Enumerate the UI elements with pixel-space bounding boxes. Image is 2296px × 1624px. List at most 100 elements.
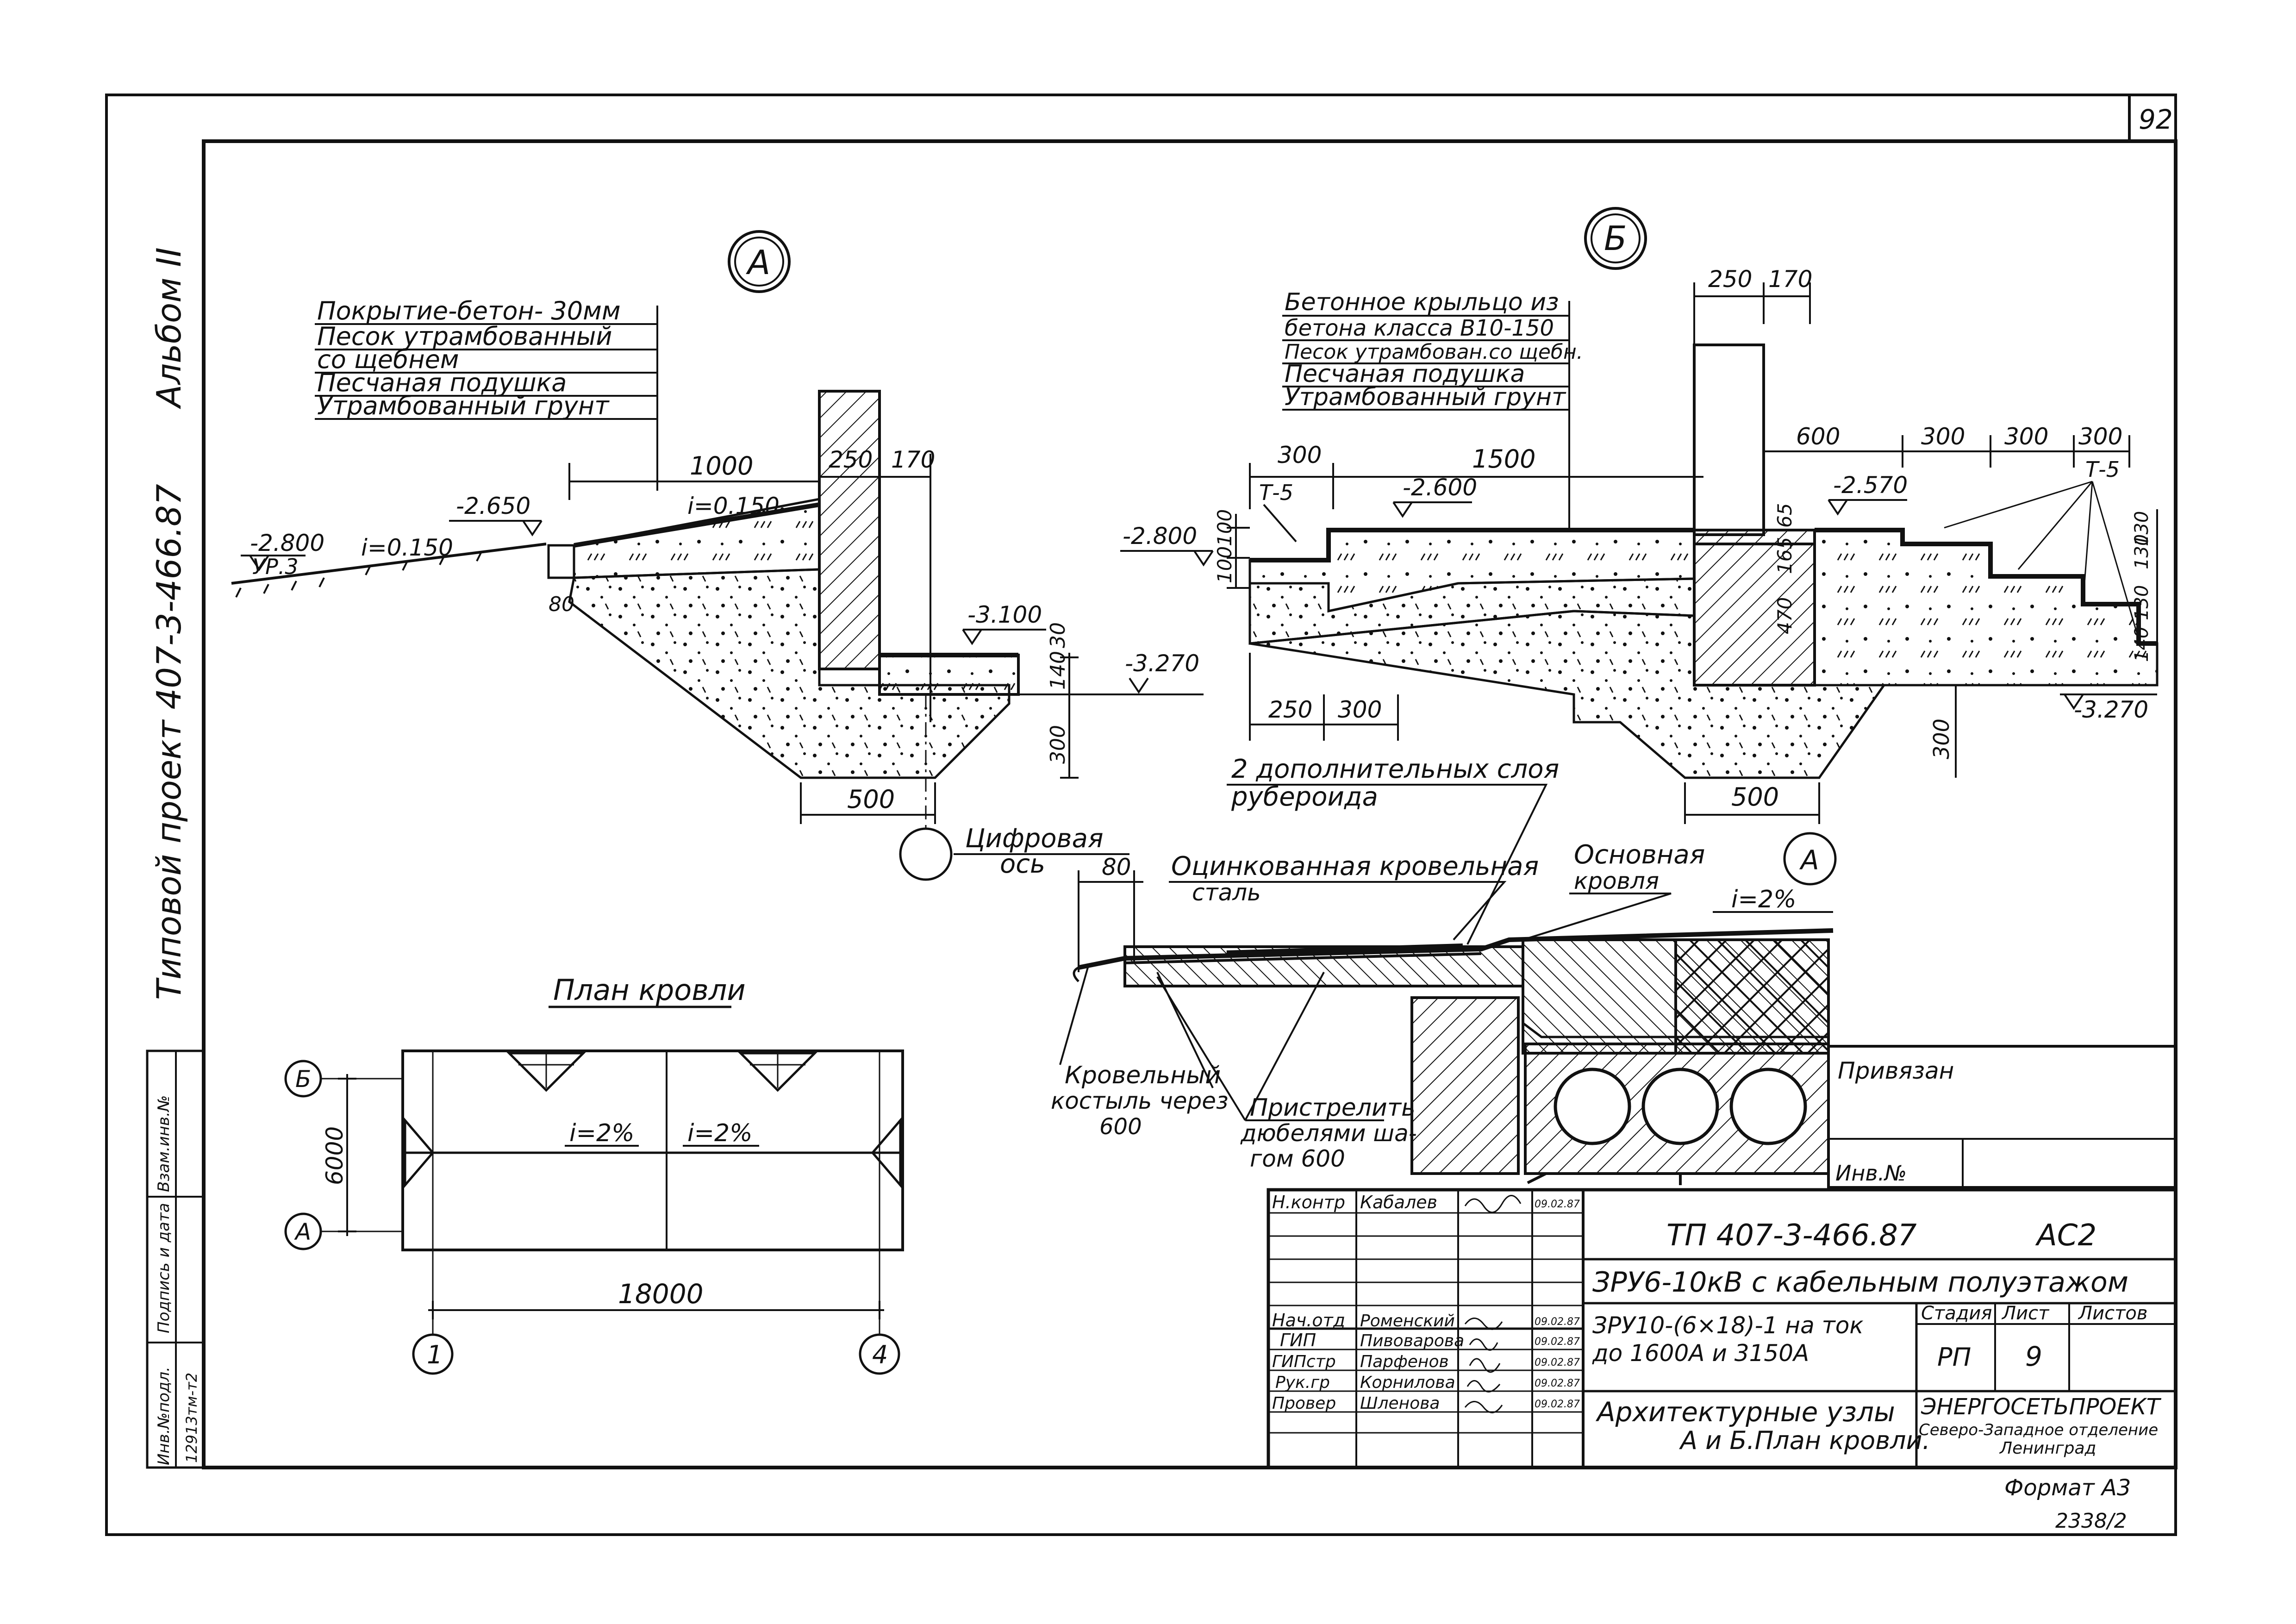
node-a-marker-circle xyxy=(728,230,791,293)
node-a-level-label: УР.3 xyxy=(252,554,299,579)
roof-plan-axis-1: 1 xyxy=(427,1340,443,1369)
title-block xyxy=(1267,1045,2177,1469)
node-a-elev-edge: -2.650 xyxy=(456,493,530,519)
staff-name: Кабалев xyxy=(1360,1192,1437,1212)
roof-hook-3: 600 xyxy=(1099,1114,1142,1140)
node-b-layer-5: Утрамбованный грунт xyxy=(1285,383,1566,411)
node-b-column xyxy=(1693,344,1765,536)
node-b-layer-2: бетона класса В10-150 xyxy=(1285,315,1554,341)
node-b-step-left: Т-5 xyxy=(1259,480,1293,505)
tb-drawing-title-2: А и Б.План кровли. xyxy=(1679,1426,1930,1455)
signature xyxy=(1466,1380,1501,1393)
staff-date: 09.02.87 xyxy=(1535,1316,1580,1328)
tb-sheet: 9 xyxy=(2025,1341,2042,1372)
stamp-inv-podl: Инв.№подл. xyxy=(155,1367,173,1465)
stamp-vzam-inv: Взам.инв.№ xyxy=(155,1095,173,1192)
node-b-dims-right-4: 300 xyxy=(2078,423,2122,450)
node-b-dim-right-v1: 130 xyxy=(2131,534,2152,569)
node-b-dim-right-v4: 140 xyxy=(2131,627,2152,662)
roof-plan-axis-a-circle xyxy=(284,1212,322,1250)
node-b-step-right: Т-5 xyxy=(2085,457,2120,482)
node-a-dim-v3: 300 xyxy=(1046,725,1070,764)
tb-sheets-header: Листов xyxy=(2078,1303,2147,1324)
roof-slope: i=2% xyxy=(1731,886,1797,913)
node-a-layer-1: Покрытие-бетон- 30мм xyxy=(317,296,621,325)
tb-stage: РП xyxy=(1937,1343,1971,1372)
tb-sub-object-1: ЗРУ10-(6×18)-1 на ток xyxy=(1592,1312,1864,1339)
node-a-dim-v2: 140 xyxy=(1046,651,1070,690)
project-label: Типовой проект 407-3-466.87 xyxy=(150,484,188,1000)
node-b-dim-170: 170 xyxy=(1768,266,1812,293)
roof-plan-slope-left: i=2% xyxy=(569,1119,635,1147)
staff-role: Нач.отд xyxy=(1272,1310,1345,1330)
node-b-dim-bl-1: 250 xyxy=(1268,696,1312,723)
left-stamp: Инв.№подл. Подпись и дата Взам.инв.№ 129… xyxy=(146,1049,205,1469)
node-a-dim-250: 250 xyxy=(829,446,873,473)
signature xyxy=(1469,1338,1498,1351)
node-b-dim-1500: 1500 xyxy=(1472,444,1535,474)
node-b-dim-500: 500 xyxy=(1731,782,1779,812)
staff-role: ГИП xyxy=(1280,1330,1316,1350)
tb-stage-header: Стадия xyxy=(1921,1303,1992,1324)
node-a-marker: А xyxy=(746,243,770,282)
roof-plan-dim-6000: 6000 xyxy=(321,1126,348,1185)
staff-name: Пивоварова xyxy=(1360,1331,1464,1350)
album-label: Альбом II xyxy=(150,247,188,409)
node-b-dim-right-v2: 130 xyxy=(2131,585,2152,620)
roof-plan: План кровли i=2% i=2% Б А 6000 1 4 18000 xyxy=(284,973,904,1375)
tb-sub-object-2: до 1600А и 3150А xyxy=(1592,1340,1809,1367)
tb-sheet-header: Лист xyxy=(2001,1303,2050,1324)
node-a-layer-2: Песок утрамбованный xyxy=(317,322,612,351)
staff-role: Рук.гр xyxy=(1275,1373,1330,1392)
node-a-dim-v1: 30 xyxy=(1046,622,1070,648)
node-b: Б Бетонное крыльцо из бетона класса В10-… xyxy=(1120,207,2159,886)
roof-steel-2: сталь xyxy=(1192,879,1261,906)
tb-object: ЗРУ6-10кВ с кабельным полуэтажом xyxy=(1592,1266,2128,1299)
tb-org-3: Ленинград xyxy=(1999,1439,2096,1458)
roof-dowels-1: Пристрелить xyxy=(1250,1094,1416,1122)
staff-role: Н.контр xyxy=(1272,1192,1345,1212)
staff-date: 09.02.87 xyxy=(1535,1399,1580,1410)
stamp-signature-date: Подпись и дата xyxy=(155,1203,173,1333)
copy-number: 2338/2 xyxy=(2055,1509,2127,1533)
node-b-dim-wall-2: 165 xyxy=(1773,537,1796,574)
roof-steel-1: Оцинкованная кровельная xyxy=(1171,851,1539,881)
roof-dim-80: 80 xyxy=(1102,854,1131,881)
node-b-dim-300-left: 300 xyxy=(1278,442,1322,468)
staff-date: 09.02.87 xyxy=(1535,1357,1580,1368)
tb-privyazan: Привязан xyxy=(1838,1057,1954,1084)
tb-org-1: ЭНЕРГОСЕТЬПРОЕКТ xyxy=(1921,1394,2162,1420)
node-b-dim-left-v2: 100 xyxy=(1213,546,1236,583)
node-b-wall xyxy=(1693,529,1816,687)
inner-border xyxy=(202,139,2177,1469)
roof-plan-axis-b: Б xyxy=(295,1066,311,1093)
roof-dowels-3: гом 600 xyxy=(1250,1145,1345,1172)
roof-main-1: Основная xyxy=(1574,840,1705,870)
node-a-slope-ground: i=0.150 xyxy=(361,534,453,561)
signature xyxy=(1464,1318,1503,1330)
roof-hook-1: Кровельный xyxy=(1065,1062,1221,1089)
staff-name: Роменский xyxy=(1360,1312,1455,1330)
node-b-dim-250: 250 xyxy=(1708,266,1752,293)
node-b-dims-right-2: 300 xyxy=(1921,423,1965,450)
node-b-marker: Б xyxy=(1604,219,1627,258)
node-b-elev-top-left: -2.600 xyxy=(1403,474,1477,501)
tb-org-2: Северо-Западное отделение xyxy=(1919,1421,2158,1439)
node-b-dim-wall-3: 470 xyxy=(1773,597,1796,634)
signature xyxy=(1464,1401,1503,1413)
node-a-slope-pavement: i=0.150 xyxy=(687,493,780,519)
node-a-elev-base: -3.270 xyxy=(1125,650,1199,677)
staff-role: Провер xyxy=(1272,1394,1336,1413)
node-b-layer-4: Песчаная подушка xyxy=(1285,360,1525,388)
staff-role: ГИПстр xyxy=(1272,1352,1336,1371)
axis-label-1: Цифровая xyxy=(965,824,1104,854)
node-a-elev-ground: -2.800 xyxy=(250,530,324,556)
node-b-marker-circle xyxy=(1584,207,1647,270)
node-b-layer-1: Бетонное крыльцо из xyxy=(1285,288,1559,316)
node-a-dim-500: 500 xyxy=(847,785,895,814)
node-b-elev-left: -2.800 xyxy=(1123,523,1197,550)
node-b-dim-bl-2: 300 xyxy=(1338,696,1382,723)
roof-extra-layers-1: 2 дополнительных слоя xyxy=(1231,754,1559,784)
node-b-dim-wall-1: 65 xyxy=(1773,503,1796,528)
